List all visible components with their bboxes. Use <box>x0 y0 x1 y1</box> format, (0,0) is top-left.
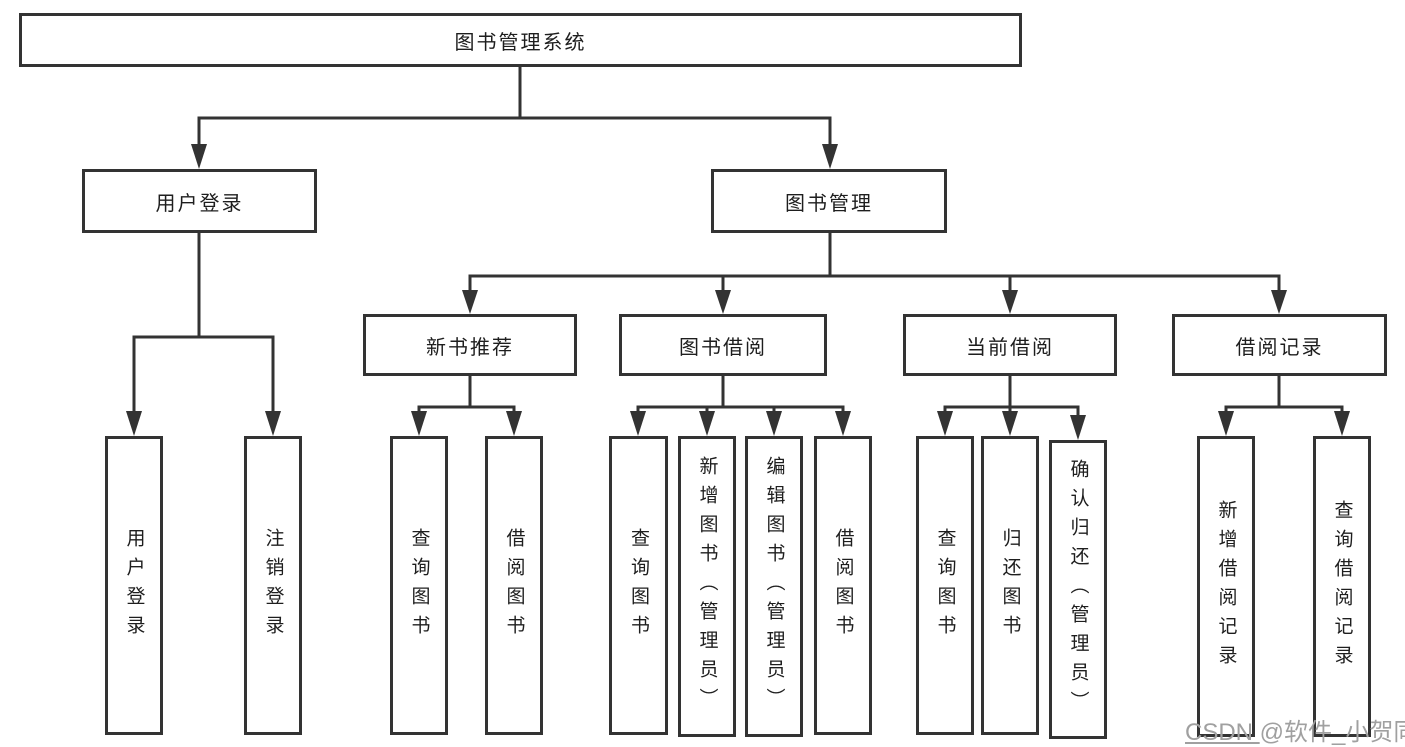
leaf-query-books-borrow-label: 查询图书 <box>628 527 649 644</box>
node-user-login: 用户登录 <box>82 169 317 233</box>
leaf-add-books-admin-label: 新增图书（管理员） <box>696 456 718 717</box>
node-current-borrow: 当前借阅 <box>903 314 1117 376</box>
leaf-add-borrow-record-label: 新增借阅记录 <box>1215 499 1237 674</box>
node-user-login-label: 用户登录 <box>155 192 244 215</box>
leaf-query-books-recommend: 查询图书 <box>390 436 448 735</box>
arrowheads <box>126 144 1350 440</box>
leaf-query-books-current-label: 查询图书 <box>934 527 956 644</box>
node-book-management-label: 图书管理 <box>785 192 873 215</box>
leaf-return-books: 归还图书 <box>981 436 1039 735</box>
node-book-management: 图书管理 <box>711 169 947 233</box>
leaf-logout: 注销登录 <box>244 436 302 735</box>
leaf-confirm-return-admin-label: 确认归还（管理员） <box>1067 459 1089 720</box>
node-borrow-record: 借阅记录 <box>1172 314 1387 376</box>
leaf-user-login: 用户登录 <box>105 436 163 735</box>
node-current-borrow-label: 当前借阅 <box>966 336 1054 359</box>
leaf-confirm-return-admin: 确认归还（管理员） <box>1049 440 1107 739</box>
leaf-user-login-label: 用户登录 <box>123 527 145 644</box>
node-new-book-recommend: 新书推荐 <box>363 314 577 376</box>
csdn-watermark-prefix: CSDN <box>1185 719 1260 746</box>
leaf-logout-label: 注销登录 <box>262 527 284 644</box>
node-root-label: 图书管理系统 <box>454 31 587 54</box>
csdn-watermark: CSDN @软件_小贺同学 <box>1185 712 1405 747</box>
leaf-edit-books-admin-label: 编辑图书（管理员） <box>763 456 785 717</box>
leaf-query-books-recommend-label: 查询图书 <box>408 527 430 644</box>
leaf-edit-books-admin: 编辑图书（管理员） <box>745 436 803 737</box>
node-book-borrow: 图书借阅 <box>619 314 827 376</box>
leaf-return-books-label: 归还图书 <box>999 527 1021 644</box>
leaf-query-books-borrow: 查询图书 <box>609 436 668 735</box>
leaf-query-books-current: 查询图书 <box>916 436 974 735</box>
leaf-query-borrow-record: 查询借阅记录 <box>1313 436 1371 737</box>
node-new-book-recommend-label: 新书推荐 <box>426 336 514 359</box>
leaf-borrow-books-recommend-label: 借阅图书 <box>503 527 525 644</box>
csdn-watermark-handle: @软件_小贺同学 <box>1259 719 1405 746</box>
leaf-borrow-books: 借阅图书 <box>814 436 872 735</box>
leaf-add-borrow-record: 新增借阅记录 <box>1197 436 1255 737</box>
leaf-borrow-books-label: 借阅图书 <box>832 527 854 644</box>
leaf-query-borrow-record-label: 查询借阅记录 <box>1331 499 1353 674</box>
leaf-add-books-admin: 新增图书（管理员） <box>678 436 736 737</box>
leaf-borrow-books-recommend: 借阅图书 <box>485 436 543 735</box>
node-book-borrow-label: 图书借阅 <box>679 336 767 359</box>
node-borrow-record-label: 借阅记录 <box>1235 336 1324 359</box>
node-root: 图书管理系统 <box>19 13 1022 67</box>
